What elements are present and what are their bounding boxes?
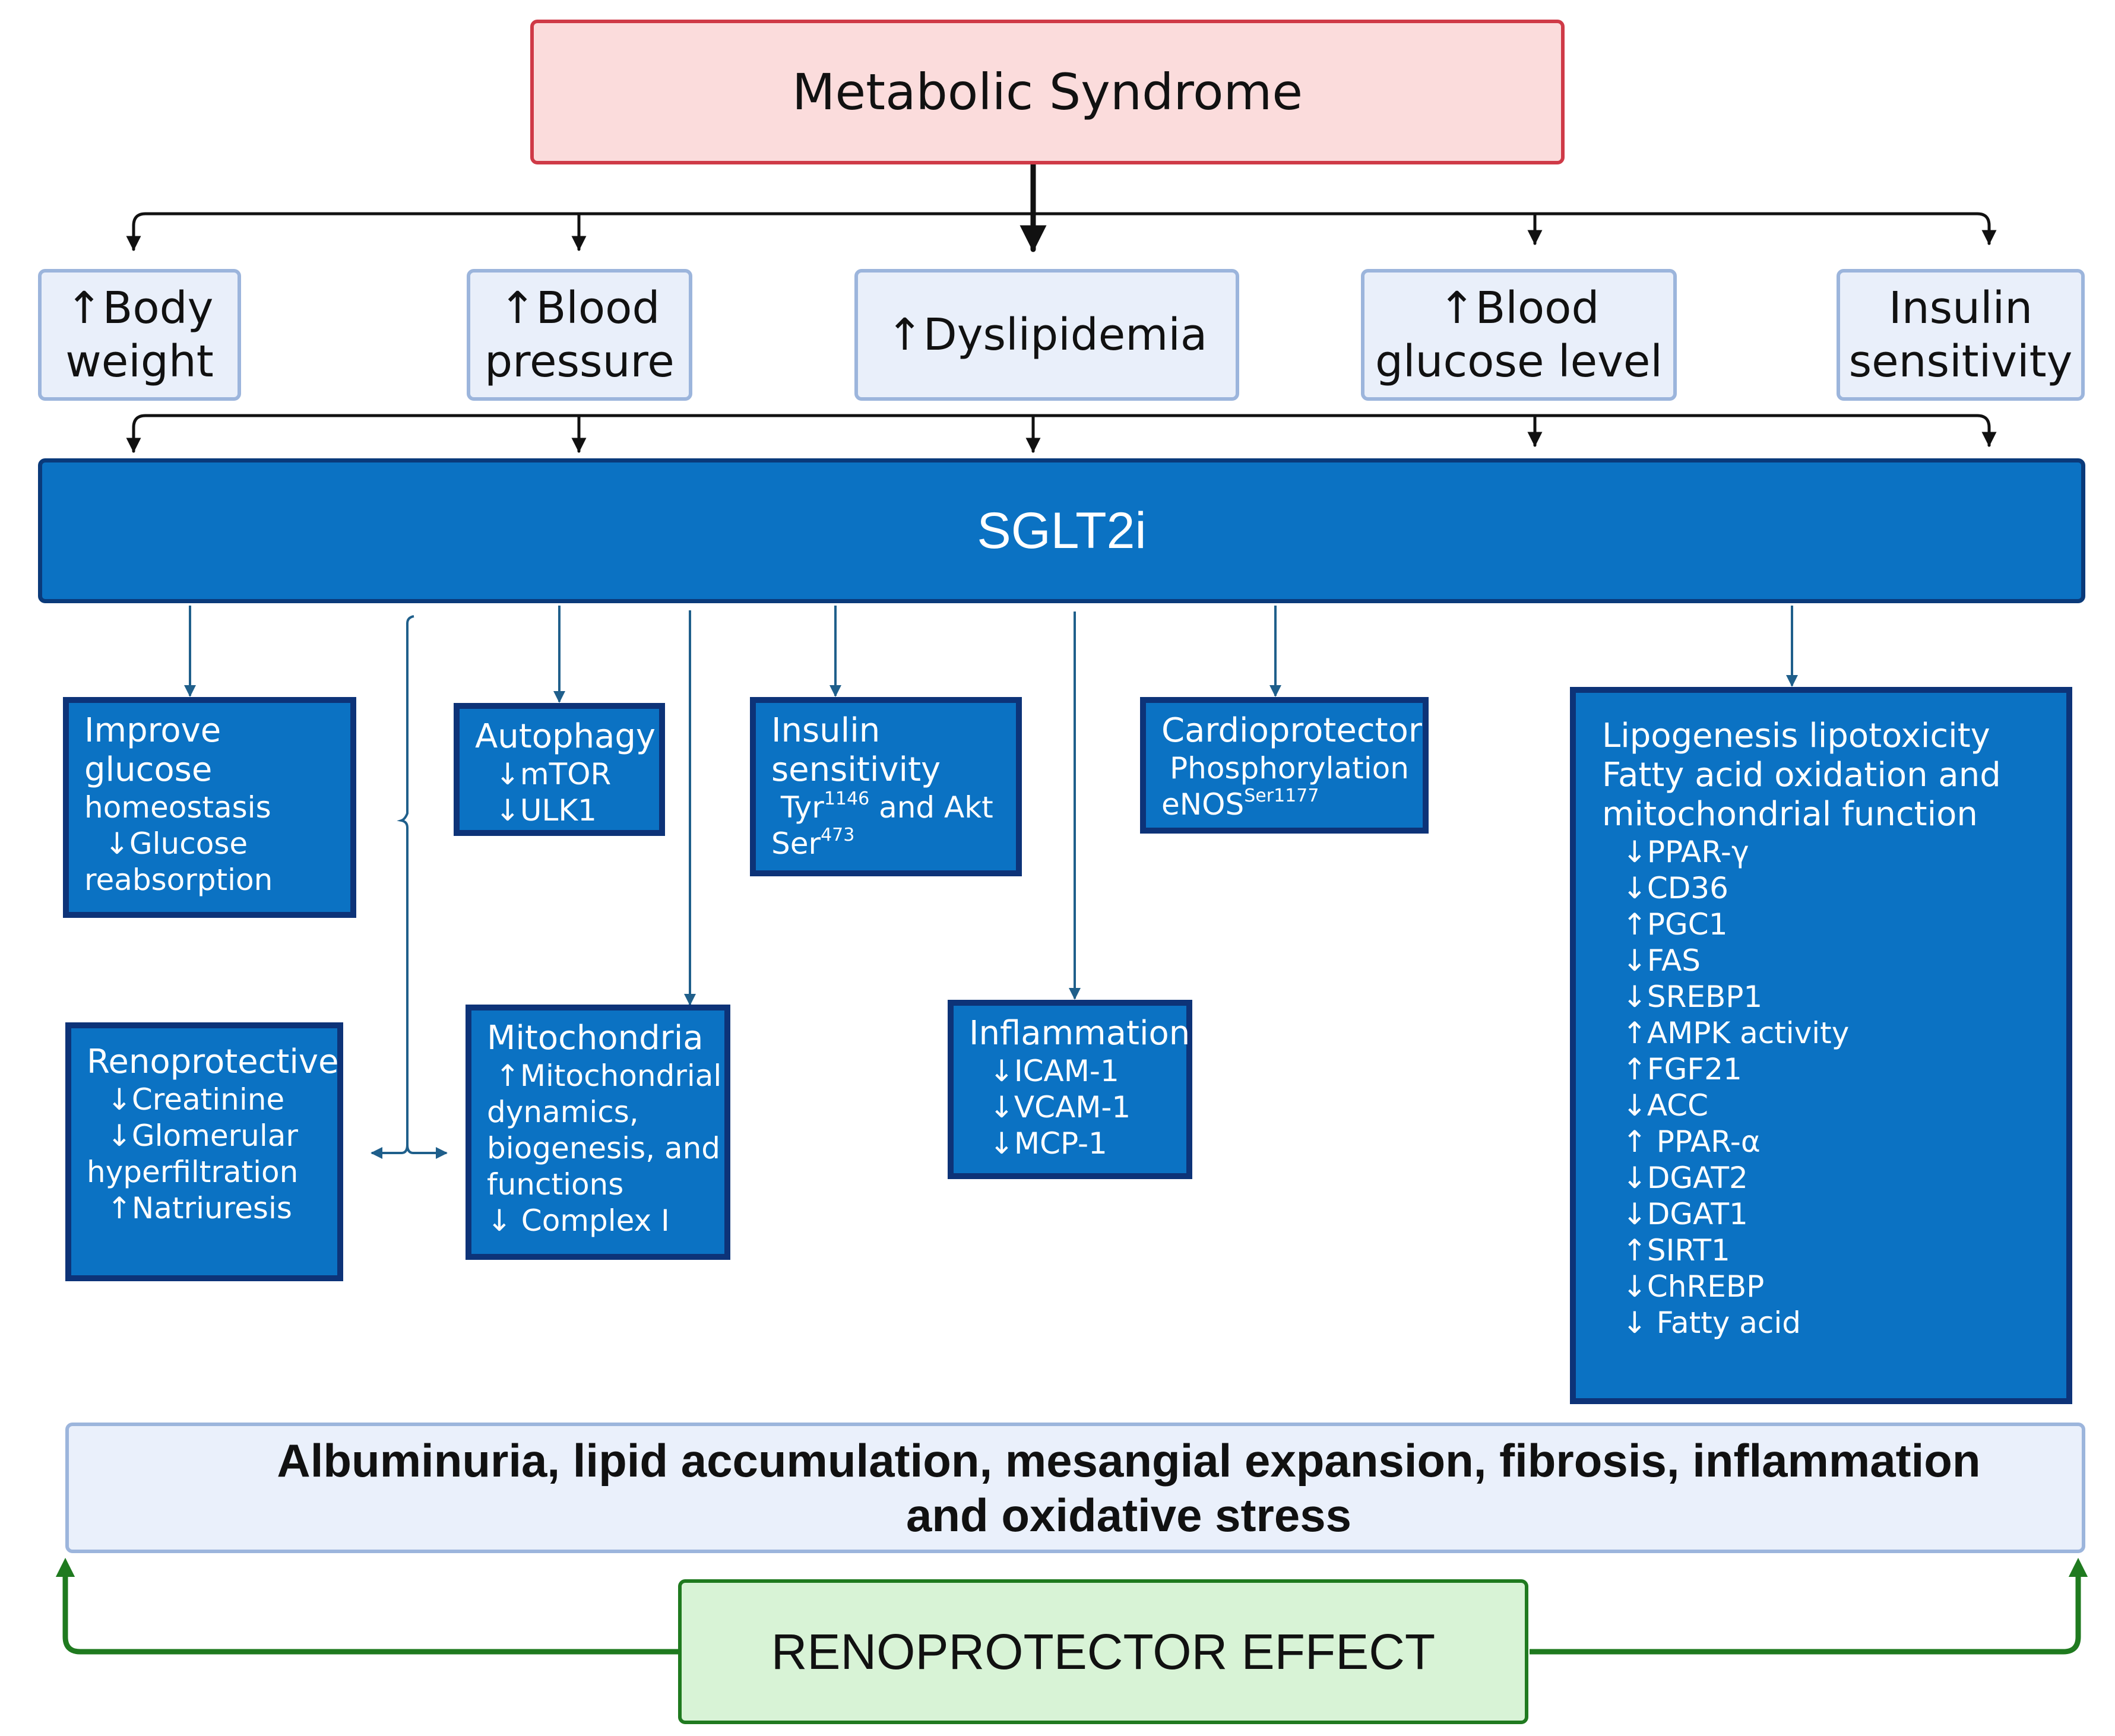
factor-blood-pressure: ↑Blood pressure — [467, 269, 692, 401]
ser-label: Ser — [771, 826, 821, 861]
box-item: biogenesis, and — [487, 1131, 721, 1165]
box-item: ↓DGAT2 — [1622, 1161, 1748, 1195]
factor-merge-line — [132, 414, 1991, 447]
box-item: ↓DGAT1 — [1622, 1197, 1748, 1231]
enos-line: eNOSSer1177 — [1161, 787, 1407, 823]
box-title: Autophagy — [475, 717, 656, 756]
factor-blood-glucose: ↑Blood glucose level — [1361, 269, 1677, 401]
box-title: glucose — [84, 750, 213, 789]
box-title: Insulin — [771, 711, 881, 750]
renoprotector-effect-label: RENOPROTECTOR EFFECT — [771, 1623, 1436, 1680]
box-item: ↓Glomerular — [107, 1119, 298, 1153]
box-item: ↑Mitochondrial — [495, 1059, 722, 1093]
renoprotector-effect-box: RENOPROTECTOR EFFECT — [678, 1579, 1528, 1724]
renoprotective-box: Renoprotective ↓Creatinine ↓Glomerular h… — [65, 1022, 343, 1281]
outcome-box: Albuminuria, lipid accumulation, mesangi… — [65, 1423, 2085, 1553]
outcome-line-2: and oxidative stress — [906, 1489, 1351, 1541]
inflammation-box: Inflammation ↓ICAM-1 ↓VCAM-1 ↓MCP-1 — [948, 1000, 1192, 1179]
enos-superscript: Ser1177 — [1244, 785, 1319, 806]
branch-line — [132, 212, 1991, 245]
sglt2i-label: SGLT2i — [977, 502, 1147, 559]
factor-line: ↑Blood — [499, 283, 660, 334]
factor-line: pressure — [485, 336, 675, 387]
insulin-sensitivity-box: Insulin sensitivity Tyr1146 and Akt Ser4… — [750, 697, 1022, 876]
green-arrow-left — [55, 1557, 682, 1655]
box-title: Inflammation — [969, 1014, 1191, 1053]
box-item: reabsorption — [84, 863, 273, 897]
bracket-line — [397, 615, 414, 1145]
bracket-fork — [374, 1144, 444, 1154]
autophagy-box: Autophagy ↓mTOR ↓ULK1 — [454, 703, 665, 836]
box-title: Lipogenesis lipotoxicity — [1602, 717, 1990, 755]
box-item: hyperfiltration — [87, 1155, 299, 1189]
factor-line: ↑Dyslipidemia — [886, 309, 1208, 360]
box-item: ↓ULK1 — [495, 793, 597, 828]
box-item: ↓PPAR-γ — [1622, 835, 1749, 869]
box-item: dynamics, — [487, 1095, 639, 1129]
box-title: Mitochondria — [487, 1019, 704, 1057]
box-item: functions — [487, 1167, 624, 1202]
mitochondria-box: Mitochondria ↑Mitochondrial dynamics, bi… — [466, 1005, 730, 1260]
metabolic-syndrome-box: Metabolic Syndrome — [530, 20, 1565, 164]
ser-superscript: 473 — [821, 825, 855, 845]
lipogenesis-box: Lipogenesis lipotoxicity Fatty acid oxid… — [1570, 687, 2072, 1404]
sglt2i-bar: SGLT2i — [38, 458, 2085, 603]
factor-line: weight — [65, 336, 214, 387]
box-item: Phosphorylation — [1170, 751, 1409, 785]
box-item: ↑PGC1 — [1622, 907, 1728, 942]
tyr-superscript: 1146 — [824, 788, 870, 809]
box-item: ↓ACC — [1622, 1088, 1709, 1123]
insulin-line-a: Tyr1146 and Akt — [771, 790, 1000, 826]
box-item: homeostasis — [84, 790, 271, 825]
box-item: ↓SREBP1 — [1622, 980, 1763, 1014]
box-item: ↓ChREBP — [1622, 1269, 1765, 1304]
box-item: ↓FAS — [1622, 943, 1701, 978]
factor-body-weight: ↑Body weight — [38, 269, 241, 401]
tyr-label: Tyr — [780, 790, 824, 825]
box-item: ↑ PPAR-α — [1622, 1124, 1761, 1159]
box-item: ↓Glucose — [105, 826, 248, 861]
cardioprotector-box: Cardioprotector Phosphorylation eNOSSer1… — [1140, 697, 1429, 834]
box-item: ↓ICAM-1 — [989, 1054, 1119, 1088]
enos-label: eNOS — [1161, 787, 1245, 822]
box-title: Renoprotective — [87, 1043, 339, 1081]
akt-label: and Akt — [869, 790, 993, 825]
metabolic-syndrome-title: Metabolic Syndrome — [791, 63, 1303, 121]
box-title: sensitivity — [771, 750, 941, 789]
box-item: ↓ Complex I — [487, 1203, 670, 1238]
box-item: ↑AMPK activity — [1622, 1016, 1850, 1050]
box-title: mitochondrial function — [1602, 795, 1978, 834]
box-title: Fatty acid oxidation and — [1602, 756, 2001, 794]
box-title: Cardioprotector — [1161, 711, 1422, 750]
box-item: ↓mTOR — [495, 757, 612, 791]
box-item: ↑SIRT1 — [1622, 1233, 1730, 1268]
factor-line: ↑Blood — [1438, 283, 1600, 334]
box-item: ↓MCP-1 — [989, 1126, 1107, 1161]
factor-insulin-sensitivity: Insulin sensitivity — [1837, 269, 2085, 401]
factor-line: Insulin — [1888, 283, 2033, 334]
box-item: ↓ Fatty acid — [1622, 1306, 1801, 1340]
insulin-line-b: Ser473 — [771, 826, 1000, 862]
box-item: ↓Creatinine — [107, 1082, 285, 1117]
outcome-line-1: Albuminuria, lipid accumulation, mesangi… — [277, 1434, 1981, 1487]
factor-line: ↑Body — [65, 283, 214, 334]
box-item: ↓CD36 — [1622, 871, 1728, 905]
green-arrow-right — [1530, 1557, 2088, 1655]
factor-line: glucose level — [1375, 336, 1663, 387]
glucose-homeostasis-box: Improve glucose homeostasis ↓Glucose rea… — [63, 697, 356, 918]
box-item: ↑FGF21 — [1622, 1052, 1742, 1086]
factor-dyslipidemia: ↑Dyslipidemia — [854, 269, 1239, 401]
box-title: Improve — [84, 711, 221, 750]
box-item: ↑Natriuresis — [107, 1191, 292, 1225]
box-item: ↓VCAM-1 — [989, 1090, 1131, 1124]
factor-line: sensitivity — [1848, 336, 2073, 387]
